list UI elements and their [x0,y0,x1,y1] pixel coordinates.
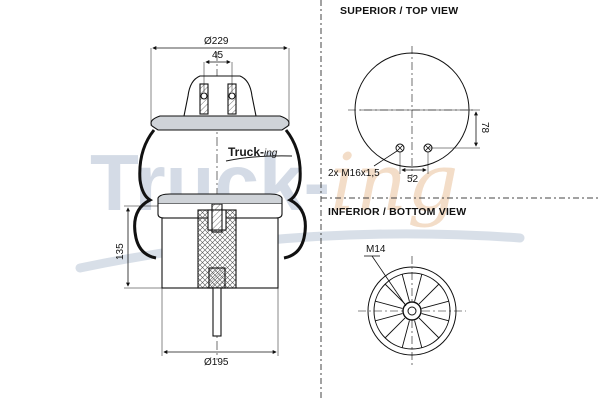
top-view-title: SUPERIOR / TOP VIEW [340,5,458,17]
bottom-view-rib [414,320,423,348]
side-view [124,46,307,360]
bottom-view-rib [418,283,440,305]
watermark-swoosh [75,229,525,273]
label-m14: M14 [366,244,386,255]
label-offset: 78 [479,122,490,134]
m14-leader [371,255,407,307]
girdle-ring [157,193,283,205]
label-top-diameter: Ø229 [204,36,229,47]
bottom-view-rib [384,317,406,339]
thread-leader [373,150,398,167]
bottom-view-rib [375,313,403,322]
top-mount-boss [183,75,257,117]
logo-tail: ing [264,148,278,159]
bottom-view-rib [414,274,423,302]
label-top-bolt-spacing: 52 [407,174,419,185]
label-bolt-thread: 2x M16x1,5 [328,168,380,179]
bottom-view [358,255,466,366]
logo: Truck-ing [228,145,278,159]
bellows-left [133,129,157,260]
label-bottom-diameter: Ø195 [204,357,229,368]
bottom-view-rib [375,300,403,309]
bottom-view-rib [401,320,410,348]
bottom-view-title: INFERIOR / BOTTOM VIEW [328,206,466,218]
bottom-rod [212,287,222,337]
bottom-view-thread-hole [407,306,417,316]
lower-stud [208,267,226,289]
bottom-view-rib [418,317,440,339]
bottom-view-rib [421,313,449,322]
logo-swoosh [225,155,293,162]
top-bead-ring [150,115,290,131]
bottom-view-rib [384,283,406,305]
top-view [348,46,480,178]
logo-main: Truck- [228,145,264,159]
bottom-view-rib [421,300,449,309]
bellows-right [283,129,307,260]
label-height: 135 [115,243,126,260]
bottom-view-ribs [375,274,449,348]
label-bolt-spacing: 45 [212,50,224,61]
bottom-view-rib [401,274,410,302]
